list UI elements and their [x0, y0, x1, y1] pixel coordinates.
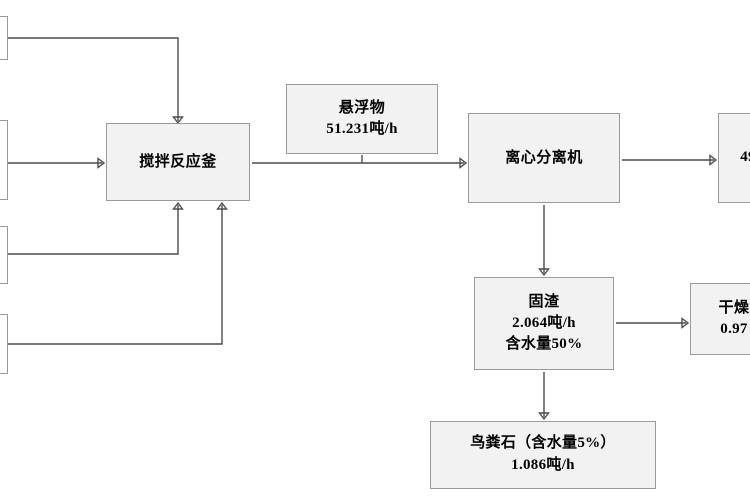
left-offscreen-box-top — [0, 16, 8, 60]
suspended-solids-label: 悬浮物 51.231吨/h — [286, 84, 438, 154]
solid-residue-label: 固渣 2.064吨/h 含水量50% — [474, 277, 614, 370]
arrow-into-reactor-bottom-b — [216, 201, 228, 210]
arrow-into-reactor-top — [172, 116, 184, 125]
struvite-product-label-line-0: 鸟粪石（含水量5%） — [470, 435, 616, 452]
right-offscreen-box-line-0: 49 — [740, 149, 750, 166]
left-offscreen-box-bottom — [0, 314, 8, 374]
arrow-into-reactor-bottom-a — [172, 201, 184, 210]
left-top-to-reactor — [8, 37, 179, 121]
stirred-reaction-tank: 搅拌反应釜 — [106, 123, 250, 201]
left-offscreen-box-middle — [0, 120, 8, 200]
left-bottom-to-reactor — [8, 205, 223, 345]
solid-residue-label-line-2: 含水量50% — [505, 336, 583, 353]
struvite-product-label-line-1: 1.086吨/h — [511, 457, 575, 473]
struvite-product-label: 鸟粪石（含水量5%） 1.086吨/h — [430, 421, 656, 489]
drying-box-line-0: 干燥 — [718, 299, 750, 317]
arrow-into-dryer — [681, 317, 690, 329]
arrow-into-centrifuge — [459, 157, 468, 169]
solid-residue-label-line-1: 2.064吨/h — [512, 314, 576, 331]
centrifugal-separator: 离心分离机 — [468, 113, 620, 203]
suspended-solids-label-line-1: 51.231吨/h — [326, 121, 398, 137]
right-offscreen-box: 49 — [718, 113, 750, 203]
arrow-into-struvite — [538, 412, 550, 421]
drying-box-line-1: 0.97 — [720, 321, 748, 337]
arrow-into-right-box — [709, 154, 718, 166]
solid-residue-label-line-0: 固渣 — [528, 292, 560, 310]
suspended-solids-label-line-0: 悬浮物 — [338, 99, 386, 117]
stirred-reaction-tank-line-0: 搅拌反应釜 — [139, 153, 217, 171]
arrow-into-reactor-left — [97, 157, 106, 169]
centrifugal-separator-line-0: 离心分离机 — [505, 149, 583, 167]
drying-box: 干燥 0.97 — [690, 283, 750, 355]
arrow-into-residue — [538, 268, 550, 277]
left-lower-to-reactor — [8, 205, 179, 255]
left-offscreen-box-lower — [0, 226, 8, 284]
